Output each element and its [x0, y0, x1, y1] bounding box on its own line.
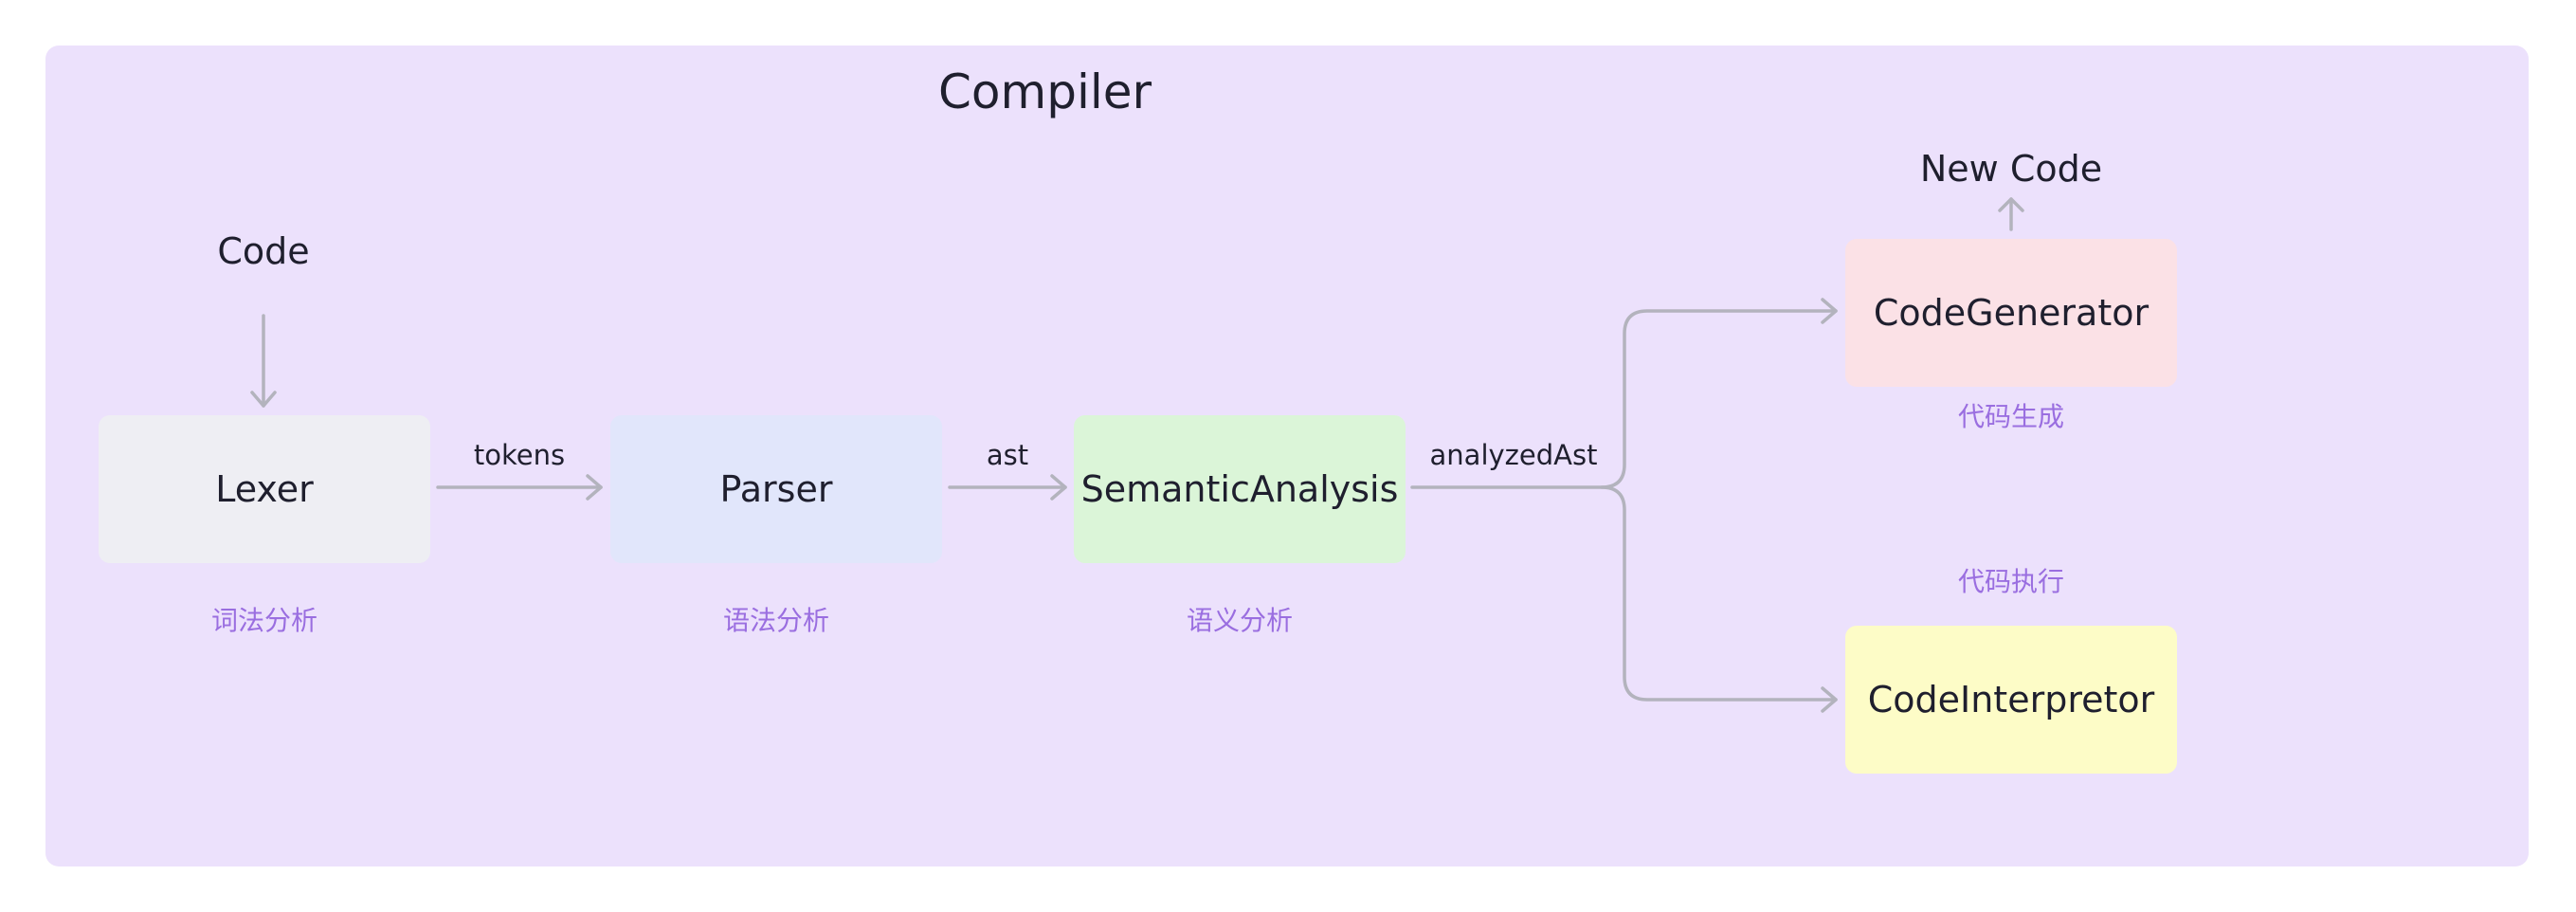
code-interpretor-node: CodeInterpretor: [1845, 626, 2177, 774]
semantic-analysis-label: SemanticAnalysis: [1080, 468, 1399, 510]
parser-label: Parser: [719, 468, 833, 510]
edge-label-analyzed-ast: analyzedAst: [1429, 439, 1598, 471]
code-generator-label: CodeGenerator: [1873, 292, 2150, 334]
code-generator-caption: 代码生成: [1957, 401, 2064, 432]
parser-node: Parser: [610, 415, 942, 563]
edge-label-tokens: tokens: [473, 439, 566, 471]
lexer-caption: 词法分析: [210, 605, 317, 636]
output-new-code-label: New Code: [1919, 148, 2103, 190]
semantic-analysis-caption: 语义分析: [1186, 605, 1293, 636]
code-generator-node: CodeGenerator: [1845, 239, 2177, 387]
lexer-label: Lexer: [215, 468, 314, 510]
lexer-node: Lexer: [99, 415, 430, 563]
code-interpretor-label: CodeInterpretor: [1867, 679, 2155, 720]
semantic-analysis-node: SemanticAnalysis: [1074, 415, 1406, 563]
parser-caption: 语法分析: [722, 605, 829, 636]
input-code-label: Code: [217, 230, 310, 272]
diagram-title: Compiler: [938, 64, 1152, 119]
code-interpretor-caption: 代码执行: [1957, 566, 2064, 597]
edge-label-ast: ast: [986, 439, 1029, 471]
